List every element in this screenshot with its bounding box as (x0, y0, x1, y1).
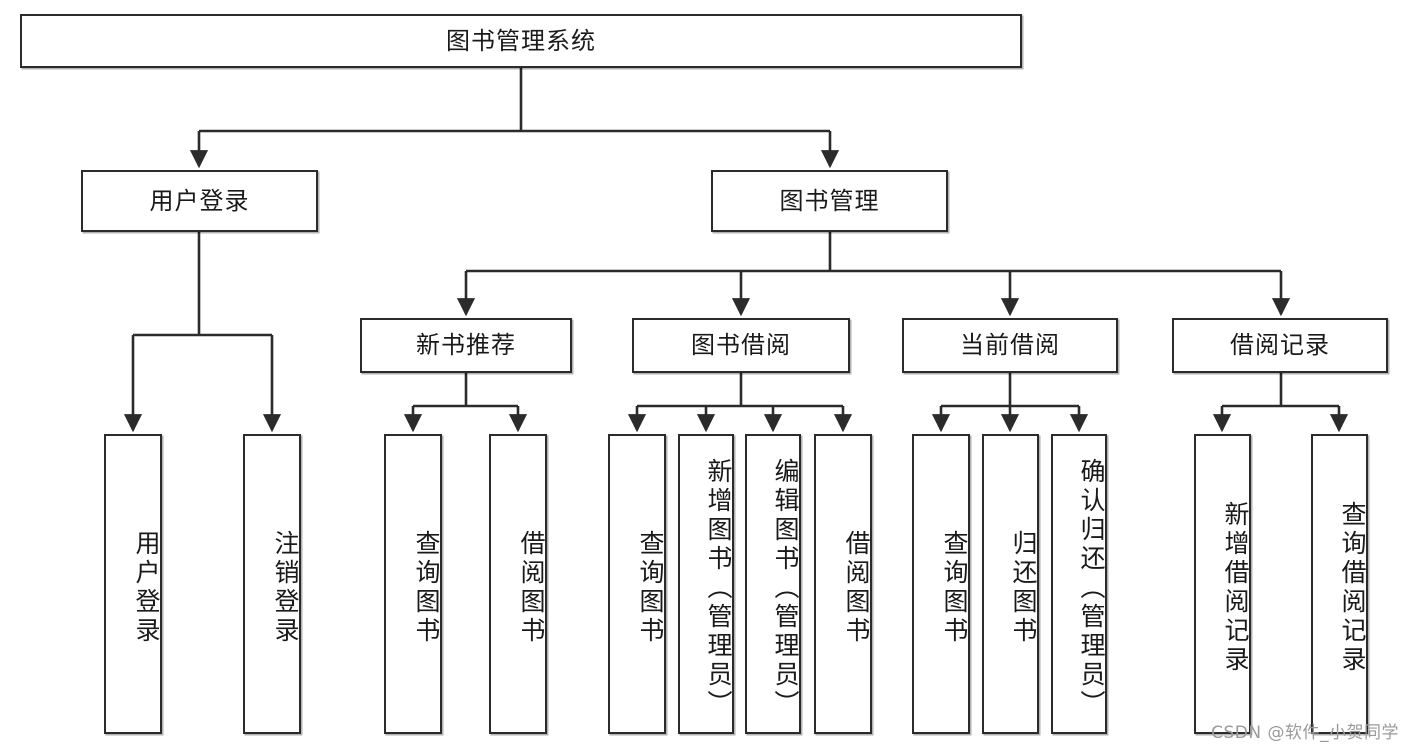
leaf-current-borrow-confirm-return-admin[interactable]: 确认归还（管理员） (1051, 434, 1107, 734)
node-current-borrowing[interactable]: 当前借阅 (902, 318, 1118, 373)
leaf-current-borrow-query-books[interactable]: 查询图书 (912, 434, 970, 734)
leaf-current-borrow-return-books[interactable]: 归还图书 (982, 434, 1039, 734)
leaf-borrow-records-query-record[interactable]: 查询借阅记录 (1311, 434, 1368, 734)
leaf-new-book-borrow-books[interactable]: 借阅图书 (489, 434, 547, 734)
leaf-book-borrow-borrow-books[interactable]: 借阅图书 (814, 434, 872, 734)
leaf-book-borrow-query-books[interactable]: 查询图书 (608, 434, 666, 734)
node-book-borrowing[interactable]: 图书借阅 (632, 318, 850, 373)
node-root-book-management-system[interactable]: 图书管理系统 (20, 14, 1022, 68)
leaf-borrow-records-add-record[interactable]: 新增借阅记录 (1194, 434, 1251, 734)
node-new-book-recommendation[interactable]: 新书推荐 (360, 318, 572, 373)
node-user-login[interactable]: 用户登录 (81, 170, 318, 232)
node-borrow-records[interactable]: 借阅记录 (1172, 318, 1388, 373)
leaf-user-login-logout[interactable]: 注销登录 (243, 434, 301, 734)
leaf-book-borrow-add-book-admin[interactable]: 新增图书（管理员） (678, 434, 734, 734)
leaf-user-login-login[interactable]: 用户登录 (104, 434, 162, 734)
leaf-book-borrow-edit-book-admin[interactable]: 编辑图书（管理员） (745, 434, 801, 734)
leaf-new-book-query-books[interactable]: 查询图书 (384, 434, 442, 734)
node-book-management[interactable]: 图书管理 (711, 170, 948, 232)
